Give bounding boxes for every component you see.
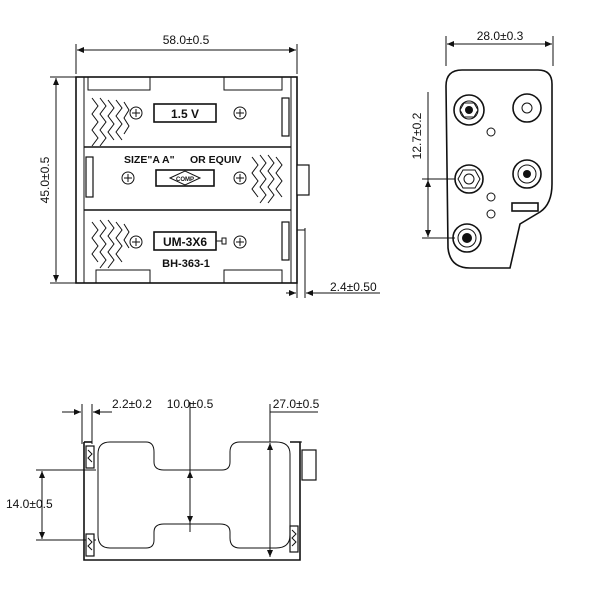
plus-icon-top-right: [233, 106, 247, 120]
terminal-top-left-icon: [453, 94, 485, 126]
end-width-dimension: 28.0±0.3: [477, 29, 524, 43]
comp-logo-text: COMP: [176, 177, 194, 183]
plus-icon-middle-right: [233, 171, 247, 185]
slot-icon: [511, 202, 539, 212]
spring-top-left-icon: [91, 97, 130, 147]
end-view: 28.0±0.3 12.7±0.2: [410, 29, 554, 269]
plus-icon-bottom-right: [233, 235, 247, 249]
part-number-label: BH-363-1: [162, 258, 210, 270]
spring-middle-right-icon: [251, 154, 283, 204]
pitch-dimension: 12.7±0.2: [410, 112, 424, 159]
plus-icon-middle-left: [121, 171, 135, 185]
hole-3-icon: [486, 209, 496, 219]
hole-2-icon: [486, 192, 496, 202]
terminal-offset-dimension: 2.4±0.50: [330, 280, 377, 294]
height-dimension: 45.0±0.5: [38, 156, 52, 203]
spacing-dimension: 14.0±0.5: [6, 497, 53, 511]
height-side-dimension: 27.0±0.5: [273, 397, 320, 411]
lead-dimension: 2.2±0.2: [112, 397, 152, 411]
center-dimension: 10.0±0.5: [167, 397, 214, 411]
terminal-middle-right-icon: [512, 159, 542, 189]
side-view: 2.2±0.2 10.0±0.5 27.0±0.5 14.0±0.5: [6, 397, 320, 561]
model-label: UM-3X6: [163, 235, 207, 249]
spring-bottom-left-icon: [91, 219, 130, 269]
hole-1-icon: [486, 127, 496, 137]
terminal-middle-left-icon: [454, 164, 484, 194]
width-dimension: 58.0±0.5: [163, 33, 210, 47]
size-prefix-label: SIZE"A A": [124, 154, 175, 166]
plus-icon-top-left: [129, 106, 143, 120]
voltage-label: 1.5 V: [171, 107, 199, 121]
plus-icon-bottom-left: [129, 235, 143, 249]
size-suffix-label: OR EQUIV: [190, 154, 241, 166]
terminal-bottom-left-icon: [452, 223, 482, 253]
top-view: 58.0±0.5 45.0±0.5 2.4±0.50: [38, 33, 380, 298]
terminal-top-right-icon: [512, 93, 542, 123]
comp-logo-icon: COMP: [168, 170, 202, 186]
